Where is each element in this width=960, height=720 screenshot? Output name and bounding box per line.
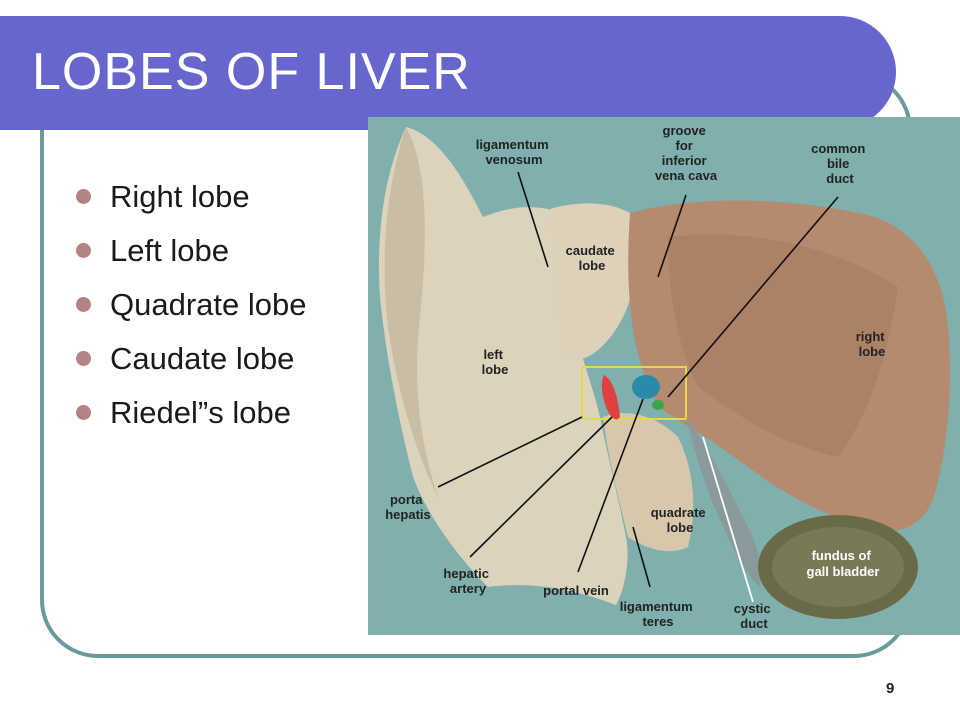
gall-bladder-inner: [772, 527, 904, 607]
bullet-item: Caudate lobe: [76, 332, 306, 386]
caudate-lobe-shape: [550, 203, 637, 360]
label-groove-inferior-vena-cava: groove for inferior vena cava: [655, 123, 718, 183]
pointer-porta-hepatis: [437, 416, 583, 488]
label-ligamentum-venosum: ligamentum venosum: [476, 137, 553, 167]
label-hepatic-artery: hepatic artery: [443, 566, 492, 596]
label-quadrate-lobe: quadrate lobe: [651, 505, 710, 535]
pointer-portal-vein: [577, 398, 644, 573]
page-number: 9: [886, 680, 895, 697]
pointer-ligamentum-venosum: [517, 171, 549, 268]
title-underline: [0, 126, 400, 130]
label-porta-hepatis: porta hepatis: [385, 492, 431, 522]
pointer-lines: [437, 171, 839, 588]
pointer-groove: [657, 194, 687, 278]
label-ligamentum-teres: ligamentum teres: [620, 599, 697, 629]
bullet-dot-icon: [76, 297, 91, 312]
title-bar: [0, 16, 896, 128]
label-fundus-of-gall-bladder: fundus of gall bladder: [807, 548, 880, 579]
bullet-dot-icon: [76, 405, 91, 420]
bullet-list: Right lobe Left lobe Quadrate lobe Cauda…: [76, 170, 306, 440]
bile-duct-shape: [652, 400, 664, 410]
portal-vein-shape: [632, 375, 660, 399]
hepatic-artery-shape: [601, 375, 620, 420]
right-lobe-shade: [668, 234, 898, 457]
label-caudate-lobe: caudate lobe: [566, 243, 619, 273]
label-cystic-duct: cystic duct: [734, 601, 775, 631]
label-common-bile-duct: common bile duct: [811, 141, 869, 186]
pointer-hepatic-artery: [469, 416, 613, 558]
slide-title: LOBES OF LIVER: [32, 43, 471, 101]
pointer-ligamentum-teres: [632, 526, 651, 588]
label-left-lobe: left lobe: [482, 347, 509, 377]
liver-diagram: ligamentum venosum groove for inferior v…: [368, 117, 960, 635]
bullet-dot-icon: [76, 351, 91, 366]
label-right-lobe: right lobe: [856, 329, 889, 359]
label-portal-vein: portal vein: [543, 583, 609, 598]
porta-hepatis-box: [581, 366, 687, 420]
bullet-item: Quadrate lobe: [76, 278, 306, 332]
pointer-cystic-duct: [702, 436, 754, 603]
bullet-dot-icon: [76, 243, 91, 258]
bullet-item: Left lobe: [76, 224, 306, 278]
left-lobe-shade: [384, 127, 438, 497]
liver-diagram-svg: ligamentum venosum groove for inferior v…: [368, 117, 960, 635]
bullet-dot-icon: [76, 189, 91, 204]
bullet-item: Riedel”s lobe: [76, 386, 306, 440]
bullet-item: Right lobe: [76, 170, 306, 224]
pointer-common-bile-duct: [667, 196, 839, 398]
